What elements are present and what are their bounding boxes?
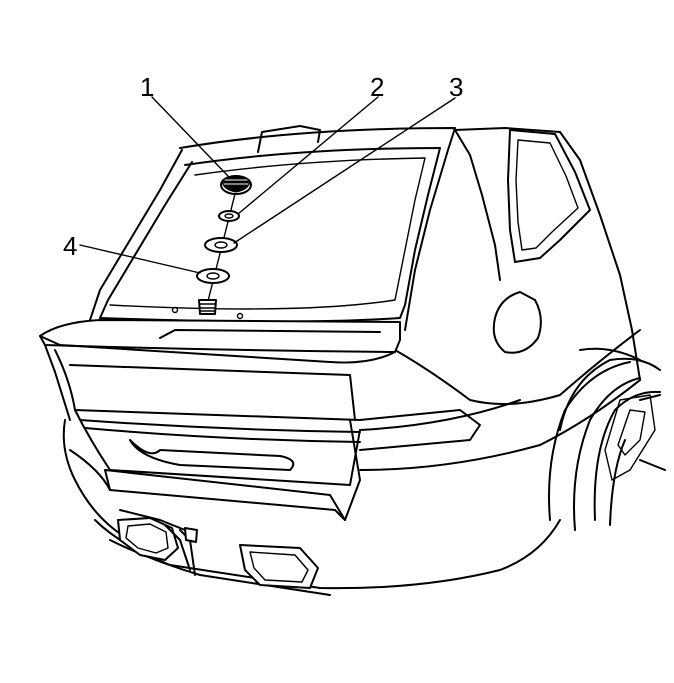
leader-lines [79,96,456,274]
callout-4: 4 [63,231,78,261]
part-2-washer [218,210,240,222]
callout-1: 1 [140,72,155,102]
leader-line-2 [237,96,379,215]
body-quarter-panel [359,127,641,471]
rear-spoiler [39,319,401,421]
exploded-fastener-stack [196,175,252,315]
rear-bumper [62,419,561,596]
pivot-stud [198,299,217,315]
liftgate-upper [89,125,456,331]
part-4-seal [196,268,230,284]
part-1-cap [220,175,252,195]
callout-3: 3 [449,72,464,102]
leader-line-3 [233,97,456,244]
callout-2: 2 [370,72,385,102]
liftgate-lower [54,349,481,521]
rear-wheel [548,347,666,531]
leader-line-4 [79,244,201,274]
leader-line-1 [151,96,229,177]
part-3-gasket [204,237,238,253]
